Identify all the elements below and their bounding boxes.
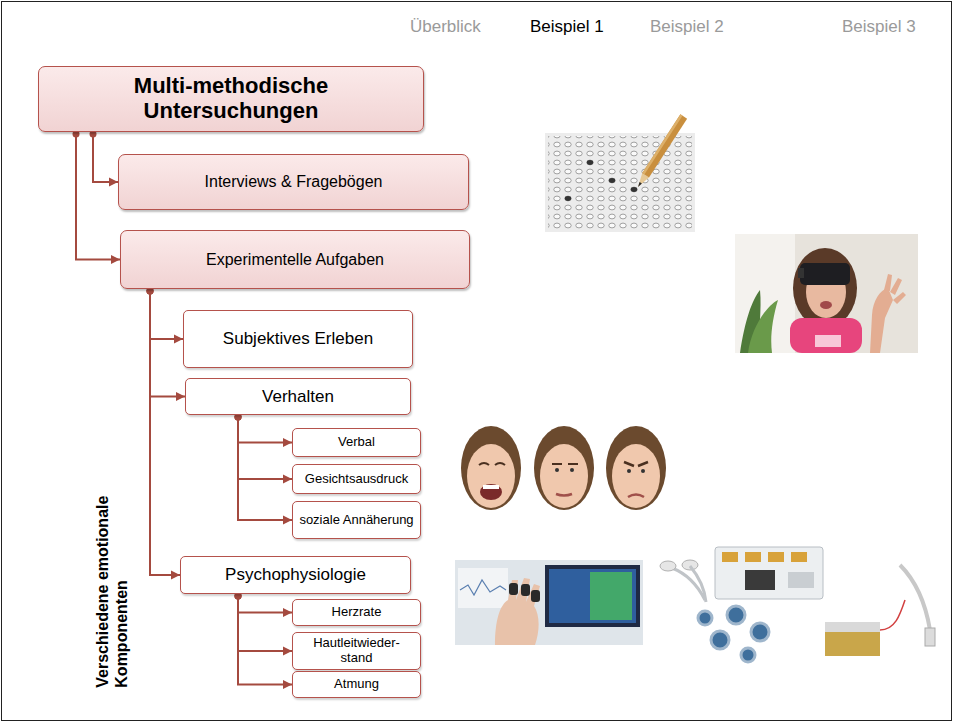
component-box: Hautleitwieder- stand: [292, 632, 421, 670]
component-box: Herzrate: [292, 599, 421, 626]
component-box: Verbal: [292, 428, 421, 457]
elbow-connector: [235, 414, 293, 480]
vr-headset-photo: [735, 234, 918, 353]
elbow-connector: [235, 593, 293, 685]
box-text: Gesichtsausdruck: [305, 472, 408, 487]
elbow-connector: [147, 288, 186, 397]
connector-line: [238, 595, 292, 685]
method-box: Interviews & Fragebögen: [118, 154, 469, 210]
elbow-connector: [235, 414, 293, 443]
component-box: Gesichtsausdruck: [292, 464, 421, 494]
answer-sheet-photo: [545, 114, 695, 232]
nav-tab: Beispiel 1: [530, 17, 604, 37]
elbow-connector: [147, 288, 184, 340]
physiology-lab-photo: [455, 560, 643, 645]
component-box: soziale Annäherung: [292, 501, 421, 539]
connector-line: [238, 416, 292, 520]
box-text: Interviews & Fragebögen: [205, 173, 383, 191]
connector-line: [238, 595, 292, 651]
component-box: Psychophysiologie: [180, 556, 411, 594]
nav-tab: Überblick: [410, 17, 481, 37]
box-text: soziale Annäherung: [299, 513, 413, 528]
connector-line: [93, 133, 118, 182]
title-box: Multi-methodische Untersuchungen: [38, 66, 424, 132]
component-box: Subjektives Erleben: [183, 310, 413, 368]
nav-tab: Beispiel 3: [842, 17, 916, 37]
connector-line: [150, 290, 185, 397]
elbow-connector: [235, 593, 293, 613]
box-text: Herzrate: [332, 605, 382, 620]
box-text: Atmung: [334, 677, 379, 692]
connector-line: [76, 133, 120, 260]
box-text: Verhalten: [262, 387, 334, 406]
box-text: Psychophysiologie: [225, 565, 366, 584]
connector-line: [150, 290, 180, 575]
connector-line: [150, 290, 183, 339]
elbow-connector: [73, 131, 121, 260]
axis-label: Verschiedene emotionale Komponenten: [93, 473, 131, 688]
connector-line: [238, 595, 292, 613]
component-box: Atmung: [292, 671, 421, 698]
box-text: Experimentelle Aufgaben: [206, 251, 384, 269]
elbow-connector: [235, 414, 293, 521]
sensor-kit-photo: [655, 543, 938, 665]
elbow-connector: [90, 131, 119, 183]
facial-expression-photos: [461, 426, 666, 510]
connector-line: [238, 416, 292, 443]
box-text: Multi-methodische Untersuchungen: [45, 74, 417, 123]
box-text: Hautleitwieder- stand: [299, 636, 414, 665]
method-box: Experimentelle Aufgaben: [120, 230, 470, 289]
box-text: Verbal: [338, 435, 375, 450]
elbow-connector: [235, 593, 293, 652]
box-text: Subjektives Erleben: [223, 329, 373, 348]
elbow-connector: [147, 288, 181, 576]
nav-tab: Beispiel 2: [650, 17, 724, 37]
connector-line: [238, 416, 292, 479]
component-box: Verhalten: [185, 378, 411, 415]
